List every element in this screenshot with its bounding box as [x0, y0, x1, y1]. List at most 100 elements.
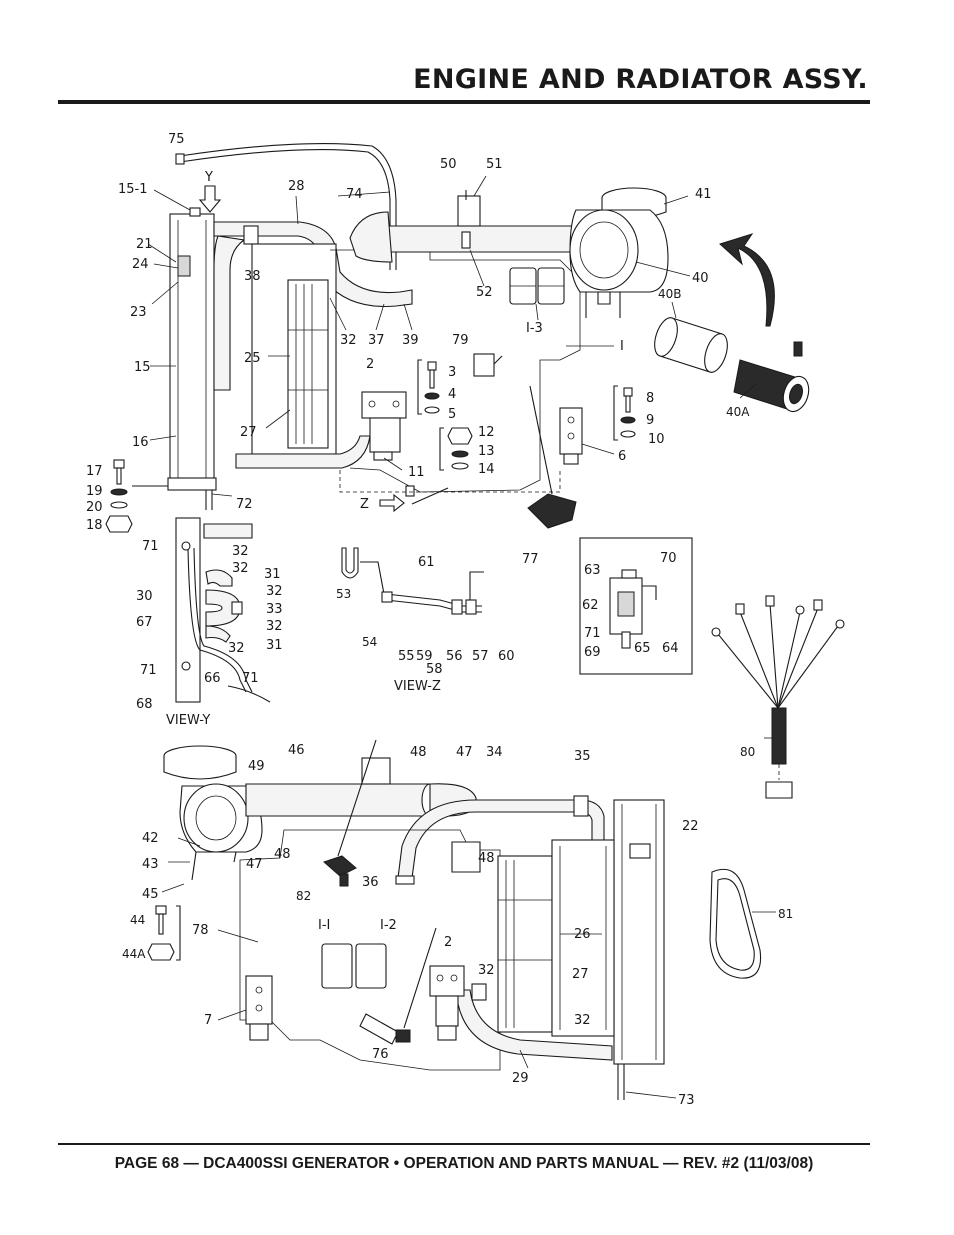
callout-3: 3 [448, 365, 456, 380]
bolt-44 [155, 905, 167, 915]
callout-49: 49 [248, 759, 265, 774]
callout-51: 51 [486, 157, 503, 172]
callout-45: 45 [142, 887, 159, 902]
harness-sleeve [771, 707, 787, 765]
harness-connector [765, 781, 793, 799]
callout-46: 46 [288, 743, 305, 758]
callout-11: 11 [408, 465, 425, 480]
callout-26: 26 [574, 927, 591, 942]
sensor-82 [323, 855, 357, 877]
lower-mount-bracket-2 [429, 965, 465, 997]
callout-69: 69 [584, 645, 601, 660]
callout-32-c: 32 [232, 561, 249, 576]
overflow-hose [179, 143, 397, 270]
callout-71-d: 71 [584, 626, 601, 641]
callout-73: 73 [678, 1093, 695, 1108]
callout-44a: 44A [122, 947, 146, 961]
callout-13: 13 [478, 444, 495, 459]
callout-55: 55 [398, 649, 415, 664]
callout-15-1: 15-1 [118, 182, 148, 197]
detail-box-frame [579, 537, 693, 675]
lower-intake-pipe [245, 783, 431, 817]
callout-1-1: I-I [318, 918, 330, 933]
footer-rule [58, 1143, 870, 1145]
air-intake-tube [371, 225, 581, 253]
engine-mount-bracket-6 [559, 407, 583, 455]
callout-64: 64 [662, 641, 679, 656]
callout-23: 23 [130, 305, 147, 320]
callout-39: 39 [402, 333, 419, 348]
view-z-label: VIEW-Z [394, 679, 441, 694]
callout-37: 37 [368, 333, 385, 348]
callout-21: 21 [136, 237, 153, 252]
bolt-17 [113, 459, 125, 469]
callout-27-upper: 27 [240, 425, 257, 440]
washer-19 [110, 488, 128, 496]
nut-18 [105, 515, 133, 533]
callout-57: 57 [472, 649, 489, 664]
view-y-arrow [198, 185, 222, 213]
callout-41: 41 [695, 187, 712, 202]
callout-6: 6 [618, 449, 626, 464]
callout-71-b: 71 [140, 663, 157, 678]
callout-47-b: 47 [246, 857, 263, 872]
mount-bracket-7 [245, 975, 273, 1025]
label-arrow-z: Z [360, 497, 369, 512]
callout-25: 25 [244, 351, 261, 366]
callout-32-upper: 32 [340, 333, 357, 348]
callout-32-d: 32 [266, 584, 283, 599]
leader-lines [147, 175, 772, 739]
callout-34: 34 [486, 745, 503, 760]
callout-65: 65 [634, 641, 651, 656]
callout-10: 10 [648, 432, 665, 447]
page-footer: PAGE 68 — DCA400SSI GENERATOR • OPERATIO… [114, 1155, 814, 1172]
callout-70: 70 [660, 551, 677, 566]
callout-15: 15 [134, 360, 151, 375]
callout-32-g: 32 [478, 963, 495, 978]
callout-42: 42 [142, 831, 159, 846]
callout-31-b: 31 [266, 638, 283, 653]
callout-36: 36 [362, 875, 379, 890]
callout-72: 72 [236, 497, 253, 512]
callout-67: 67 [136, 615, 153, 630]
engine-mount-bracket-2 [361, 391, 407, 419]
callout-9: 9 [646, 413, 654, 428]
nut-44a [147, 943, 175, 961]
callout-77: 77 [522, 552, 539, 567]
callout-4: 4 [448, 387, 456, 402]
callout-2-upper: 2 [366, 357, 374, 372]
fuel-filter-detail-box [579, 537, 693, 675]
callout-38: 38 [244, 269, 261, 284]
callout-44: 44 [130, 913, 145, 927]
page-header: ENGINE AND RADIATOR ASSY. [0, 0, 954, 110]
callout-53: 53 [336, 587, 351, 601]
callout-74: 74 [346, 187, 363, 202]
callout-5: 5 [448, 407, 456, 422]
page-title: ENGINE AND RADIATOR ASSY. [413, 64, 868, 95]
callout-labels: 75 15-1 Y 28 74 50 51 41 21 24 23 38 52 … [86, 132, 793, 1108]
lower-engine-block [239, 829, 501, 1071]
callout-58: 58 [426, 662, 443, 677]
callout-1: I [620, 339, 624, 354]
callout-12: 12 [478, 425, 495, 440]
callout-76: 76 [372, 1047, 389, 1062]
drive-belt-81 [709, 868, 762, 979]
callout-43: 43 [142, 857, 159, 872]
callout-61: 61 [418, 555, 435, 570]
washer-5 [424, 406, 440, 414]
view-y-radiator-side [175, 517, 201, 703]
callout-8: 8 [646, 391, 654, 406]
washer-4 [424, 392, 440, 400]
callout-29: 29 [512, 1071, 529, 1086]
callout-30: 30 [136, 589, 153, 604]
washer-10 [620, 430, 636, 438]
view-y-label: VIEW-Y [166, 713, 210, 728]
washer-14 [451, 462, 469, 470]
callout-1-3: I-3 [526, 321, 543, 336]
callout-66: 66 [204, 671, 221, 686]
callout-18: 18 [86, 518, 103, 533]
callout-32-f: 32 [228, 641, 245, 656]
callout-82: 82 [296, 889, 311, 903]
callout-40: 40 [692, 271, 709, 286]
